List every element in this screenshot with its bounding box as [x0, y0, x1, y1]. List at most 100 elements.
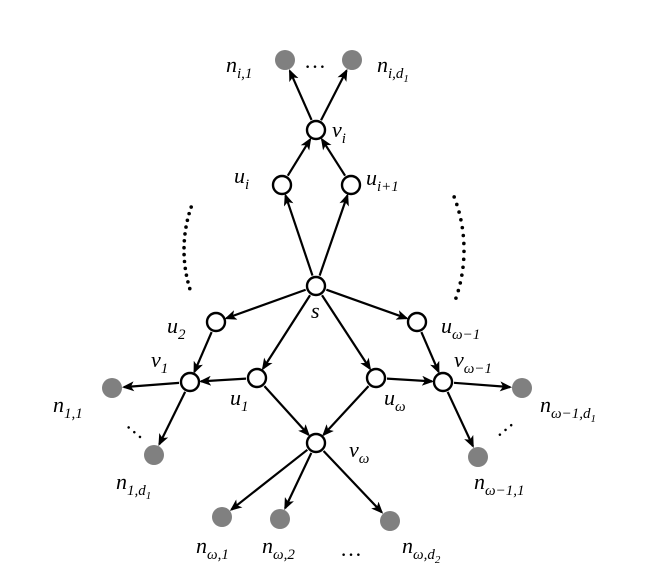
edge-u1-to-vw — [263, 385, 310, 437]
ellipsis-bottom: … — [340, 536, 362, 561]
edge-vw-to-nwd — [322, 450, 384, 514]
label-n-i-1: ni,1 — [226, 52, 252, 82]
left-arc-dot — [182, 238, 187, 243]
ellipsis-top: … — [304, 48, 326, 73]
labels: ni,1 … ni,d1 vi ui ui+1 s u2 uω−1 v1 vω−… — [53, 48, 596, 566]
node-v-i — [305, 119, 327, 141]
label-n-i-d1: ni,d1 — [377, 52, 409, 85]
node-n-omega-minus-1-1 — [468, 447, 488, 467]
node-u-2 — [205, 311, 227, 333]
node-n-i-d1 — [342, 50, 362, 70]
node-v-omega — [305, 432, 327, 454]
edge-s-to-ui — [283, 193, 314, 276]
left-arc-dot — [182, 252, 186, 257]
label-u-omega: uω — [384, 385, 406, 415]
node-n-omega-d2 — [380, 511, 400, 531]
dotted-arcs — [182, 195, 466, 300]
left-arc-dot — [189, 205, 193, 209]
ellipsis-right-small: … — [485, 408, 518, 441]
label-u-2: u2 — [167, 313, 186, 343]
label-s: s — [311, 298, 320, 323]
left-arc-dot — [187, 286, 192, 291]
edges — [121, 68, 513, 514]
edge-s-to-uw — [321, 294, 372, 371]
label-v-omega-minus-1: vω−1 — [454, 347, 492, 377]
ellipsis-left-small: … — [122, 411, 155, 444]
edge-vw1-to-nw1d1 — [453, 381, 513, 392]
right-arc-dot — [452, 195, 456, 199]
right-arc-dot — [457, 210, 461, 214]
node-u-i — [271, 174, 293, 196]
node-s — [305, 275, 327, 297]
node-v-1 — [179, 371, 201, 393]
label-n-omega-minus-1-1: nω−1,1 — [474, 469, 524, 499]
edge-uw-to-vw1 — [386, 375, 435, 386]
edge-vw-to-nwb — [284, 452, 313, 510]
label-v-1: v1 — [151, 347, 168, 377]
edge-vw-to-nwa — [229, 448, 309, 511]
edge-vi-to-nid1 — [320, 68, 348, 121]
edge-v1-to-n11 — [121, 381, 180, 392]
label-u-i-plus-1: ui+1 — [366, 165, 399, 195]
right-arc-dot — [454, 296, 458, 300]
edge-ui-to-vi — [286, 137, 312, 177]
edge-vi-to-ni1 — [288, 69, 313, 121]
left-arc-dot — [187, 211, 191, 216]
left-arc-dot — [186, 280, 190, 284]
right-arc-dot — [460, 273, 464, 277]
edge-uw-to-vw — [322, 385, 370, 437]
label-u-1: u1 — [230, 385, 249, 415]
label-u-i: ui — [234, 163, 249, 193]
label-v-omega: vω — [349, 437, 369, 467]
edge-s-to-u1 — [261, 294, 311, 371]
edge-u2-to-v1 — [193, 331, 213, 374]
right-arc-dot — [461, 257, 466, 262]
node-u-1 — [246, 367, 268, 389]
right-arc-dot — [460, 225, 465, 230]
node-n-1-d1 — [144, 445, 164, 465]
right-arc-dot — [461, 265, 465, 270]
node-n-omega-2 — [270, 509, 290, 529]
left-arc-dot — [183, 232, 187, 236]
label-u-omega-minus-1: uω−1 — [441, 313, 480, 343]
node-n-omega-minus-1-d1 — [512, 378, 532, 398]
label-n-omega-1: nω,1 — [196, 533, 229, 563]
edge-vw1-to-nw11 — [446, 391, 474, 448]
right-arc-dot — [461, 233, 466, 238]
right-arc-dot — [455, 202, 459, 207]
edge-ui1-to-vi — [320, 137, 347, 177]
right-arc-dot — [456, 288, 461, 293]
left-arc-dot — [183, 266, 188, 271]
left-dotted-arc — [182, 205, 193, 291]
label-n-omega-2: nω,2 — [262, 533, 295, 563]
label-n-1-d1: n1,d1 — [116, 469, 151, 502]
right-arc-dot — [458, 281, 463, 285]
nodes — [102, 50, 532, 531]
node-n-1-1 — [102, 378, 122, 398]
edge-v1-to-n1d1 — [158, 391, 187, 447]
left-arc-dot — [182, 259, 187, 264]
node-n-omega-1 — [212, 507, 232, 527]
right-arc-dot — [462, 249, 466, 254]
edge-s-to-u2 — [224, 288, 307, 320]
edge-uw1-to-vw1 — [420, 331, 440, 374]
label-n-1-1: n1,1 — [53, 392, 83, 422]
edge-s-to-ui1 — [318, 193, 349, 276]
left-arc-dot — [184, 273, 189, 277]
right-arc-dot — [459, 218, 463, 222]
label-n-omega-minus-1-d1: nω−1,d1 — [540, 392, 596, 425]
edge-s-to-uw1 — [325, 288, 409, 320]
label-n-omega-d2: nω,d2 — [402, 533, 441, 566]
right-dotted-arc — [452, 195, 466, 300]
right-arc-dot — [462, 241, 466, 246]
label-v-i: vi — [332, 117, 346, 147]
node-u-omega-minus-1 — [406, 311, 428, 333]
node-u-omega — [365, 367, 387, 389]
node-n-i-1 — [275, 50, 295, 70]
left-arc-dot — [182, 245, 186, 250]
node-v-omega-minus-1 — [432, 371, 454, 393]
node-u-i-plus-1 — [340, 174, 362, 196]
left-arc-dot — [185, 218, 190, 223]
left-arc-dot — [184, 225, 188, 229]
